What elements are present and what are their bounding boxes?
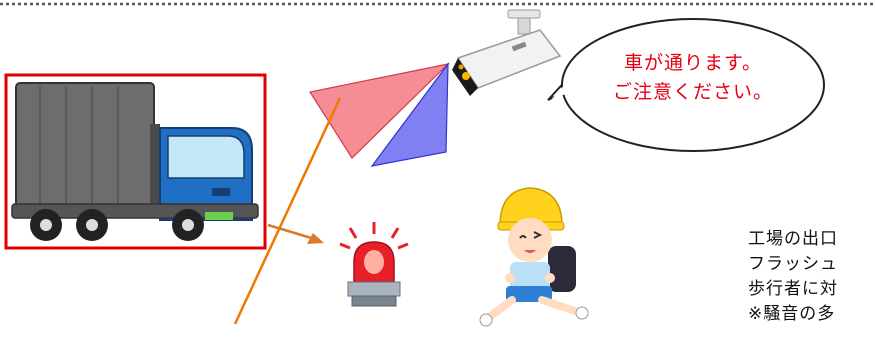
speech-bubble-text: 車が通ります。 ご注意ください。: [600, 49, 786, 107]
description-text: 工場の出口 フラッシュ 歩行者に対 ※騒音の多: [748, 227, 838, 327]
description-line-4: ※騒音の多: [748, 304, 836, 324]
description-line-1: 工場の出口: [748, 229, 838, 249]
vehicle-detection-zone: [309, 63, 450, 159]
schoolchild-icon: [479, 187, 589, 327]
description-line-3: 歩行者に対: [748, 279, 838, 299]
pedestrian-detection-zone: [370, 62, 449, 167]
speech-bubble-line-2: ご注意ください。: [612, 81, 773, 103]
truck-icon: [11, 82, 259, 241]
rotating-warning-light-icon: [339, 222, 409, 307]
speech-bubble-line-1: 車が通ります。: [623, 52, 763, 74]
detection-line: [233, 97, 342, 325]
security-camera-icon: [452, 9, 562, 96]
speech-bubble: [547, 18, 825, 152]
description-line-2: フラッシュ: [748, 254, 838, 274]
alert-arrow-head: [307, 233, 324, 244]
alert-arrow: [267, 223, 319, 242]
truck-frame: [4, 73, 267, 250]
